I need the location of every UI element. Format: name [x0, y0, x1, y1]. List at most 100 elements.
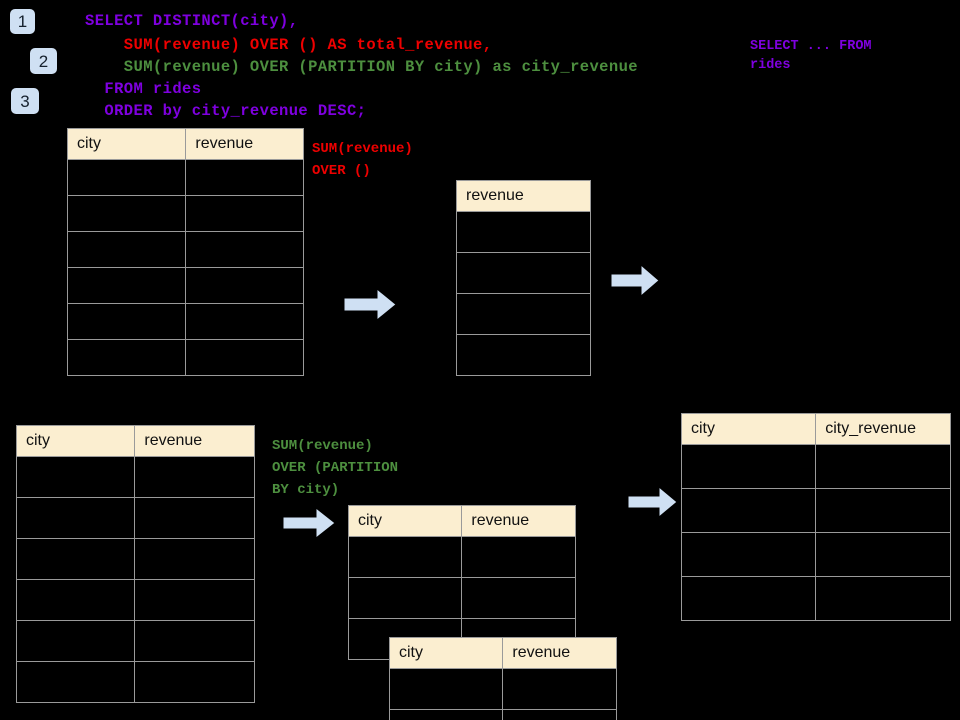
step-badge-1-label: 1 [17, 12, 28, 31]
cell-city-revenue [815, 532, 951, 577]
cell-revenue [134, 497, 255, 539]
sql-line-order-by: ORDER by city_revenue DESC; [85, 102, 367, 120]
cell-city [347, 577, 463, 619]
cell-revenue [134, 661, 255, 703]
table-row [15, 497, 255, 539]
cell-revenue [134, 456, 255, 498]
note-source-query: SELECT ... FROM rides [750, 39, 872, 73]
cell-revenue [456, 211, 591, 253]
arrow-bottom-left-icon [283, 508, 335, 538]
table-row [66, 195, 304, 232]
sql-line-from: FROM rides [85, 80, 202, 98]
step-badge-2: 2 [30, 48, 57, 74]
table-row [66, 303, 304, 340]
cell-city-revenue [815, 576, 951, 621]
column-header-city: city [66, 128, 187, 160]
cell-revenue [185, 159, 304, 196]
column-header-revenue: revenue [185, 128, 304, 160]
table-final-result: city city_revenue [680, 413, 951, 621]
cell-revenue [461, 536, 576, 578]
table-header-row: city revenue [15, 425, 255, 457]
table-row [66, 267, 304, 304]
cell-city [66, 195, 187, 232]
column-header-city: city [388, 637, 504, 669]
table-header-row: city revenue [347, 505, 576, 537]
cell-revenue [134, 620, 255, 662]
column-header-city: city [15, 425, 136, 457]
cell-city [15, 579, 136, 621]
table-row [680, 444, 951, 489]
column-header-revenue: revenue [134, 425, 255, 457]
table-partition-group-front: city revenue [388, 637, 617, 720]
cell-city [66, 339, 187, 376]
table-row [456, 334, 591, 376]
step-badge-3: 3 [11, 88, 39, 114]
cell-city [66, 159, 187, 196]
table-row [347, 577, 576, 619]
cell-city [347, 536, 463, 578]
table-total-revenue: revenue [456, 180, 591, 376]
table-rides-source-bottom: city revenue [15, 425, 255, 703]
cell-city [388, 668, 504, 710]
cell-city [66, 267, 187, 304]
table-row [15, 620, 255, 662]
table-row [456, 252, 591, 294]
cell-city-revenue [815, 488, 951, 533]
cell-revenue [185, 231, 304, 268]
cell-revenue [185, 303, 304, 340]
cell-city [388, 709, 504, 720]
table-row [456, 211, 591, 253]
sql-line-city-revenue: SUM(revenue) OVER (PARTITION BY city) as… [85, 58, 638, 76]
cell-revenue [456, 252, 591, 294]
note-sum-over-partition: SUM(revenue) OVER (PARTITION BY city) [272, 438, 399, 498]
table-row [15, 661, 255, 703]
table-row [680, 532, 951, 577]
cell-city [15, 456, 136, 498]
cell-revenue [456, 334, 591, 376]
cell-city [680, 576, 817, 621]
table-rides-source-top: city revenue [66, 128, 304, 376]
step-badge-3-label: 3 [20, 91, 30, 111]
cell-revenue [502, 668, 617, 710]
column-header-city-revenue: city_revenue [815, 413, 951, 445]
cell-city [680, 532, 817, 577]
table-header-row: city city_revenue [680, 413, 951, 445]
table-row [15, 538, 255, 580]
column-header-revenue: revenue [456, 180, 591, 212]
cell-city-revenue [815, 444, 951, 489]
arrow-top-left-icon [344, 289, 396, 320]
table-row [66, 159, 304, 196]
arrow-top-right-icon [611, 265, 659, 296]
cell-city [15, 661, 136, 703]
cell-revenue [456, 293, 591, 335]
table-row [15, 579, 255, 621]
cell-city [15, 620, 136, 662]
cell-revenue [502, 709, 617, 720]
column-header-city: city [680, 413, 817, 445]
cell-city [15, 497, 136, 539]
table-row [680, 576, 951, 621]
table-row [680, 488, 951, 533]
sql-line-total-revenue: SUM(revenue) OVER () AS total_revenue, [85, 36, 493, 54]
cell-revenue [185, 267, 304, 304]
table-row [66, 339, 304, 376]
cell-city [15, 538, 136, 580]
cell-city [680, 488, 817, 533]
cell-revenue [185, 195, 304, 232]
column-header-revenue: revenue [461, 505, 576, 537]
cell-revenue [185, 339, 304, 376]
column-header-city: city [347, 505, 463, 537]
cell-city [66, 231, 187, 268]
cell-revenue [461, 577, 576, 619]
table-header-row: revenue [456, 180, 591, 212]
table-row [456, 293, 591, 335]
table-header-row: city revenue [388, 637, 617, 669]
arrow-bottom-right-icon [628, 487, 677, 517]
table-header-row: city revenue [66, 128, 304, 160]
cell-city [66, 303, 187, 340]
sql-line-select: SELECT DISTINCT(city), [85, 12, 299, 30]
cell-city [680, 444, 817, 489]
note-sum-over-empty: SUM(revenue) OVER () [312, 141, 413, 179]
step-badge-1: 1 [10, 9, 35, 34]
